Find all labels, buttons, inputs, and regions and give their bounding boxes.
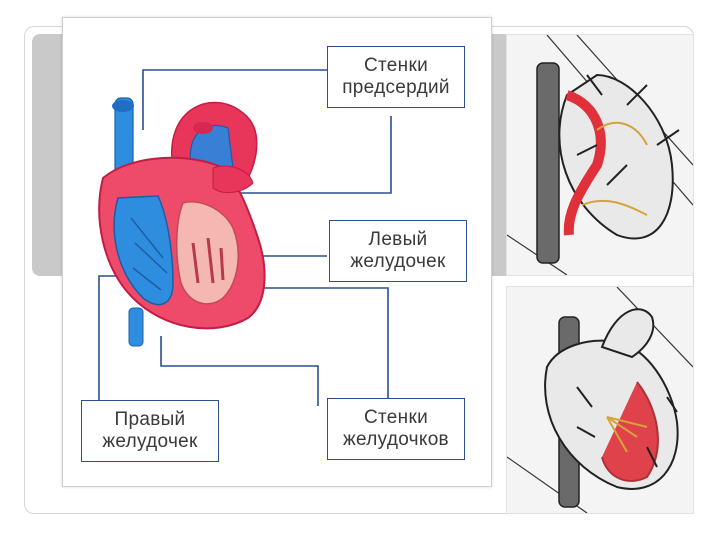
leader-line-atria-1 (142, 69, 327, 130)
leader-line-ventricle-walls-1 (258, 287, 389, 406)
heart-illustration (98, 97, 266, 347)
leader-line-right-ventricle (98, 275, 125, 400)
heart-diagram-panel: Стенки предсердий Левый желудочек Правый… (62, 17, 492, 487)
label-left-ventricle-line2: желудочек (350, 251, 446, 272)
label-atria-walls: Стенки предсердий (327, 46, 465, 108)
label-ventricle-walls: Стенки желудочков (327, 398, 465, 460)
label-atria-walls-line2: предсердий (342, 77, 450, 98)
label-ventricle-walls-line2: желудочков (343, 429, 449, 450)
label-atria-walls-line1: Стенки (364, 55, 428, 76)
label-ventricle-walls-line1: Стенки (364, 407, 428, 428)
label-right-ventricle-line2: желудочек (102, 431, 198, 452)
label-right-ventricle: Правый желудочек (81, 400, 219, 462)
leader-line-ventricle-walls-2 (160, 336, 319, 406)
label-left-ventricle-line1: Левый (368, 229, 428, 250)
atrial-systole-illustration (506, 34, 694, 276)
ventricular-systole-illustration (506, 286, 694, 514)
label-right-ventricle-line1: Правый (114, 409, 186, 430)
heart-diagram (98, 69, 392, 406)
label-left-ventricle: Левый желудочек (329, 220, 467, 282)
leader-line-atria-2 (213, 116, 392, 194)
